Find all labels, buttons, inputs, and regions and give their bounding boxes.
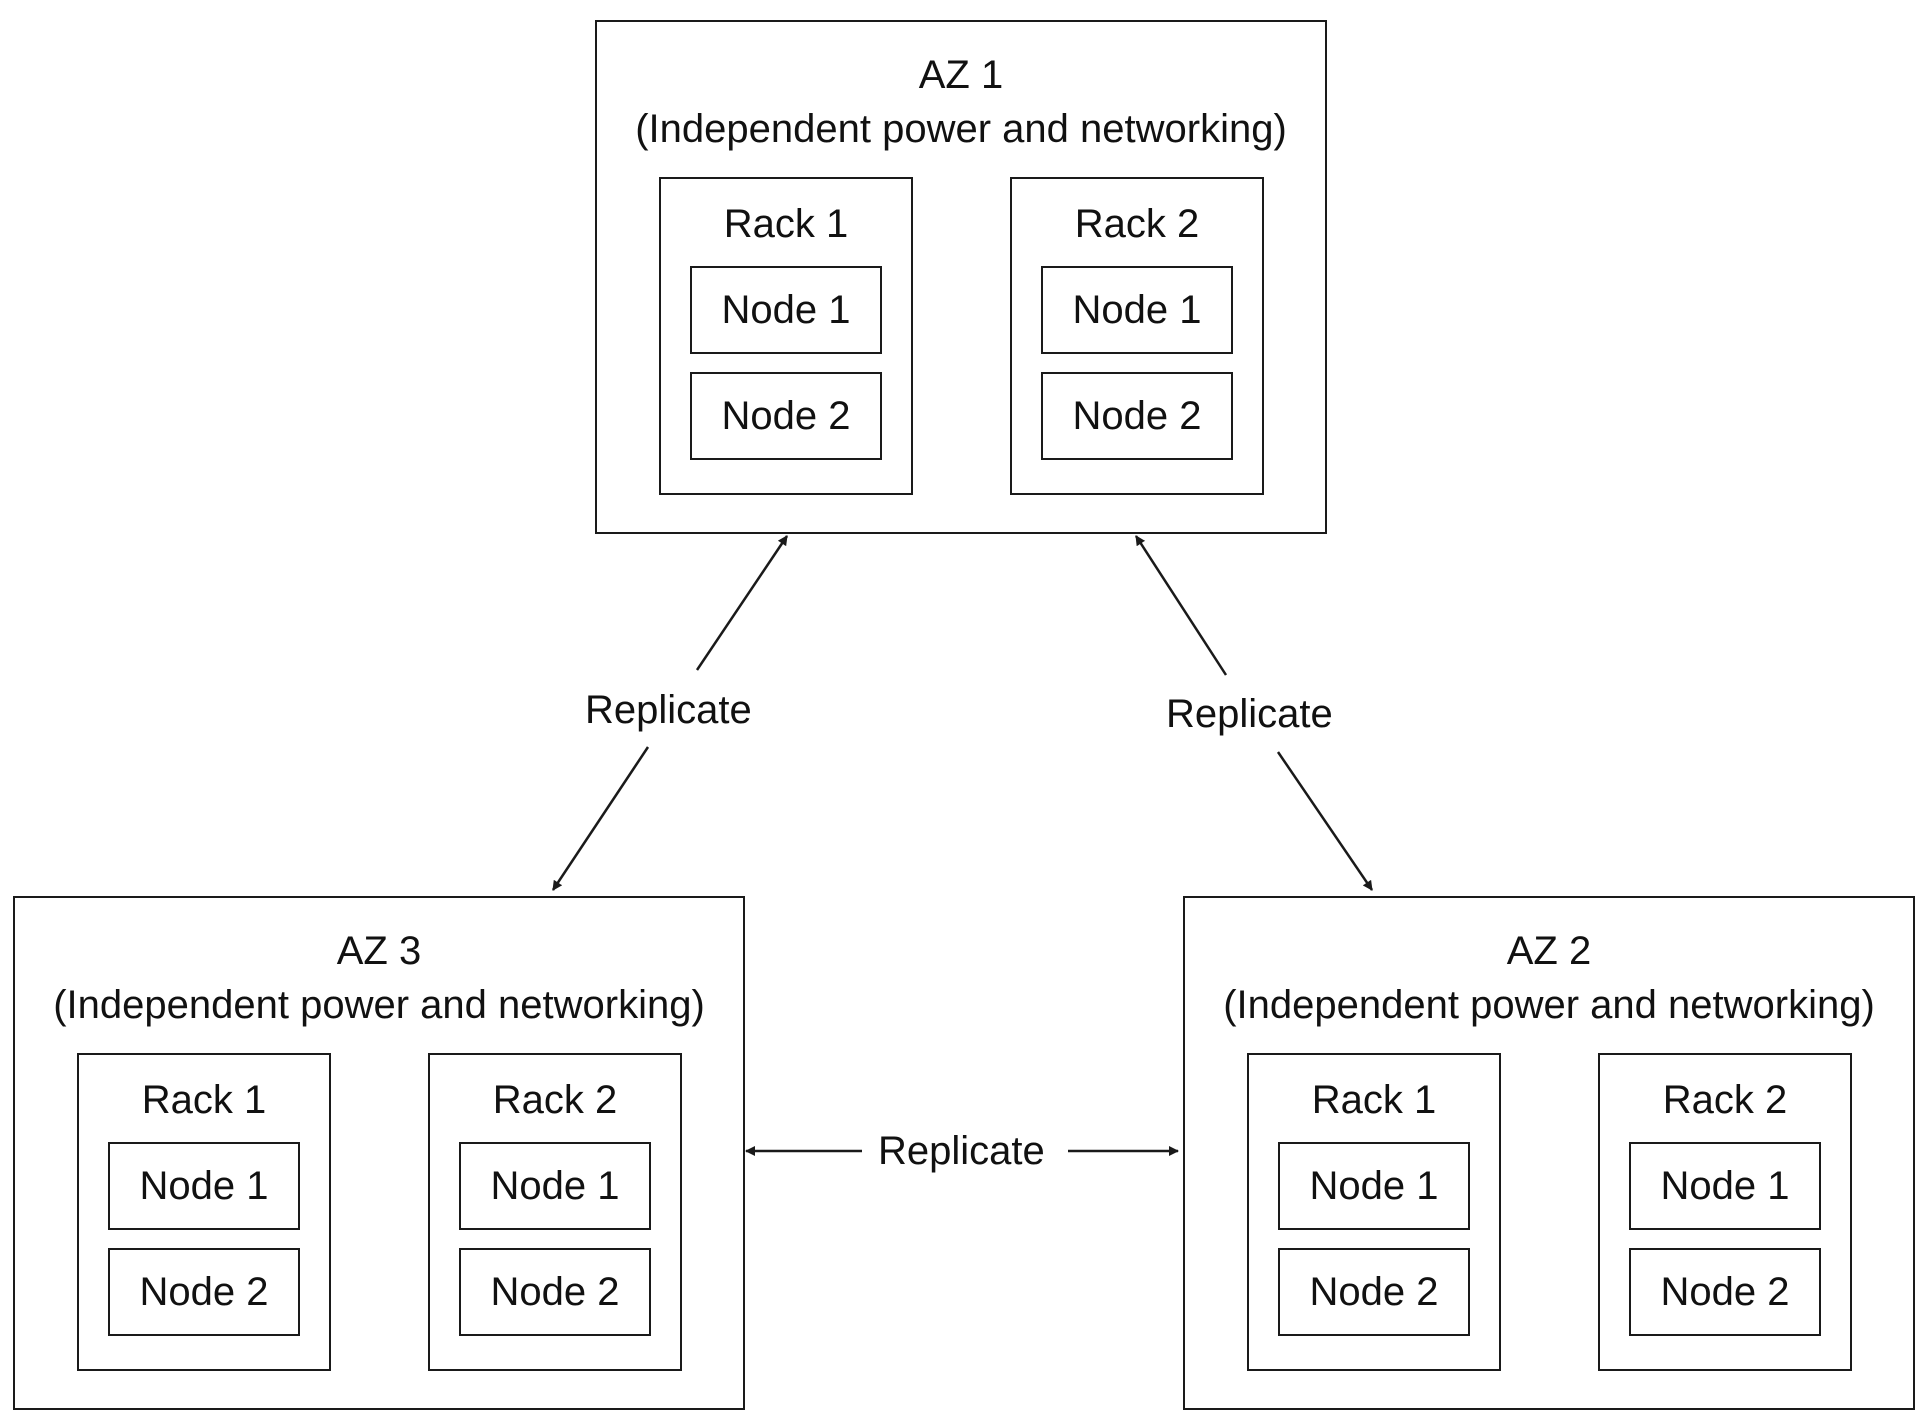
az-2-rack-1: Rack 1 Node 1 Node 2 [1247, 1053, 1501, 1371]
az-1-rack-2: Rack 2 Node 1 Node 2 [1010, 177, 1264, 495]
az-1-box: AZ 1 (Independent power and networking) … [595, 20, 1327, 534]
az-3-title: AZ 3 [336, 929, 422, 973]
arrow-az1-az3-lower [551, 746, 650, 891]
node-box: Node 1 [108, 1142, 300, 1230]
node-box: Node 2 [1278, 1248, 1470, 1336]
replicate-label-az3-az2: Replicate [872, 1127, 1051, 1175]
node-box: Node 1 [1629, 1142, 1821, 1230]
arrow-az1-az2-lower [1276, 751, 1374, 891]
az-3-subtitle: (Independent power and networking) [53, 983, 705, 1027]
node-box: Node 2 [1041, 372, 1233, 460]
az-1-rack-1: Rack 1 Node 1 Node 2 [659, 177, 913, 495]
az-2-title: AZ 2 [1506, 929, 1592, 973]
replicate-label-az1-az3: Replicate [579, 686, 758, 734]
rack-label: Rack 2 [1662, 1078, 1788, 1122]
replicate-label-az1-az2: Replicate [1160, 690, 1339, 738]
az-2-rack-2: Rack 2 Node 1 Node 2 [1598, 1053, 1852, 1371]
rack-label: Rack 1 [723, 202, 849, 246]
arrow-az1-az2-upper [1134, 535, 1228, 676]
az-3-box: AZ 3 (Independent power and networking) … [13, 896, 745, 1410]
az-2-box: AZ 2 (Independent power and networking) … [1183, 896, 1915, 1410]
az-3-rack-2: Rack 2 Node 1 Node 2 [428, 1053, 682, 1371]
node-box: Node 2 [690, 372, 882, 460]
rack-label: Rack 2 [1074, 202, 1200, 246]
rack-label: Rack 1 [141, 1078, 267, 1122]
node-box: Node 1 [1278, 1142, 1470, 1230]
rack-label: Rack 1 [1311, 1078, 1437, 1122]
node-box: Node 1 [459, 1142, 651, 1230]
node-box: Node 2 [108, 1248, 300, 1336]
node-box: Node 2 [1629, 1248, 1821, 1336]
node-box: Node 1 [1041, 266, 1233, 354]
az-3-rack-1: Rack 1 Node 1 Node 2 [77, 1053, 331, 1371]
node-box: Node 2 [459, 1248, 651, 1336]
rack-label: Rack 2 [492, 1078, 618, 1122]
node-box: Node 1 [690, 266, 882, 354]
az-1-title: AZ 1 [918, 53, 1004, 97]
arrow-az1-az3-upper [695, 535, 789, 671]
az-2-subtitle: (Independent power and networking) [1223, 983, 1875, 1027]
az-1-subtitle: (Independent power and networking) [635, 107, 1287, 151]
